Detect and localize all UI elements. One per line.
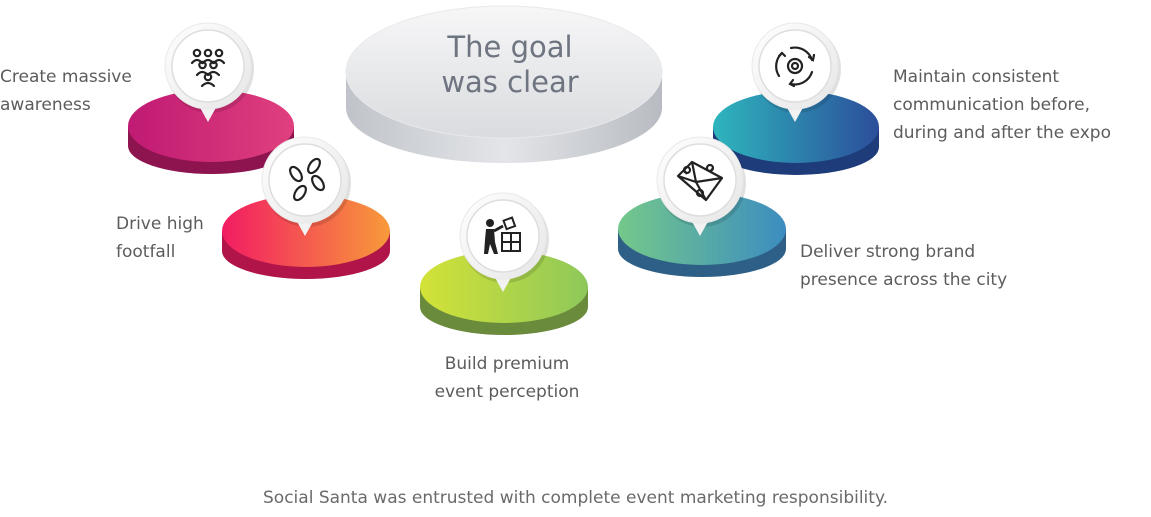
location-map-icon: [676, 160, 724, 202]
goal-label-communication: Maintain consistent communication before…: [893, 67, 1111, 143]
footer-note: Social Santa was entrusted with complete…: [263, 488, 888, 508]
goal-label-premium: Build premium event perception: [434, 354, 580, 402]
goal-pin-1: [261, 136, 351, 236]
disk-consistent-communication: [713, 91, 879, 175]
disk-create-awareness: [128, 90, 294, 174]
goal-pin-3: [656, 136, 746, 236]
diagram-title: The goal was clear: [441, 30, 579, 99]
goal-pin-2: [459, 192, 549, 292]
footprints-icon: [289, 157, 325, 202]
puzzle-person-icon: [484, 216, 521, 254]
goal-label-awareness: Create massive awareness: [0, 67, 132, 115]
goal-label-footfall: Drive high footfall: [116, 214, 204, 262]
center-disk: [345, 5, 663, 163]
people-network-icon: [190, 48, 226, 88]
goal-pin-0: [164, 22, 254, 122]
cycle-target-icon: [775, 46, 816, 88]
goal-pin-4: [751, 22, 841, 122]
goal-label-brand-presence: Deliver strong brand presence across the…: [800, 242, 1008, 290]
